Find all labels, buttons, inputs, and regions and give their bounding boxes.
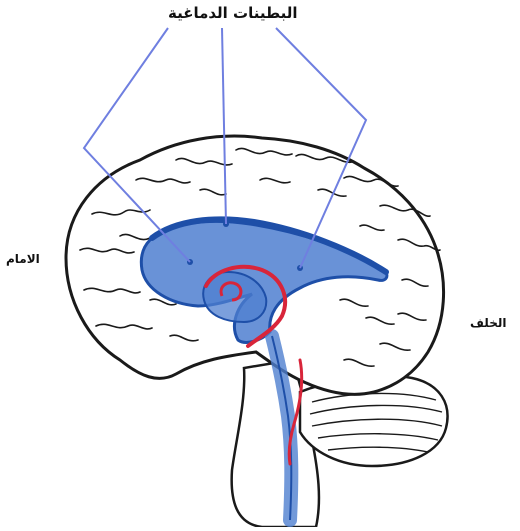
diagram-title: البطينات الدماغية [168,4,298,22]
label-front: الامام [6,252,40,266]
label-back: الخلف [470,316,506,330]
brain-stem [232,360,319,527]
